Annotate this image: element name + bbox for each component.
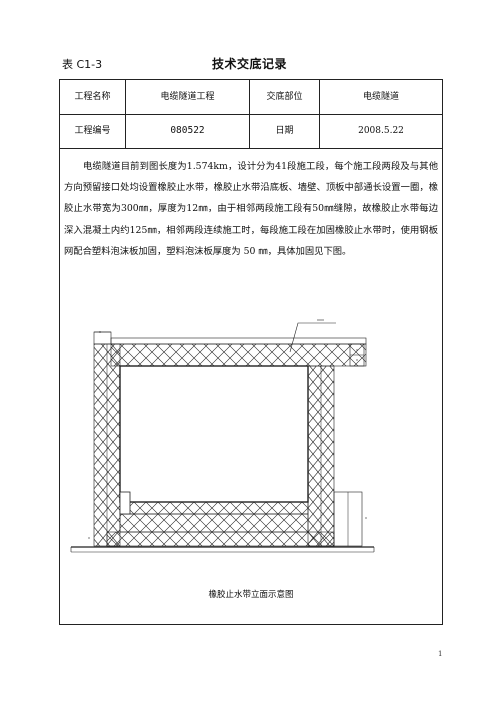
record-form: 工程名称 电缆隧道工程 交底部位 电缆隧道 工程编号 080522 日期 200… — [59, 79, 443, 625]
info-row-number: 工程编号 080522 日期 2008.5.22 — [60, 114, 442, 149]
value-project-number: 080522 — [126, 114, 250, 148]
bottom-slab-hatched — [119, 513, 309, 533]
value-location: 电缆隧道 — [362, 92, 399, 102]
left-notch — [119, 491, 131, 515]
waterstop-elevation-diagram — [70, 319, 375, 553]
info-row-project: 工程名称 电缆隧道工程 交底部位 电缆隧道 — [60, 80, 442, 115]
label-project-number: 工程编号 — [60, 114, 126, 148]
label-project-name: 工程名称 — [60, 80, 126, 114]
page-number: 1 — [438, 650, 443, 658]
value-date: 2008.5.22 — [358, 126, 404, 136]
top-slab-hatched — [110, 343, 367, 367]
document-title: 技术交底记录 — [212, 57, 288, 71]
disclosure-text: 电缆隧道目前到图长度为1.574km，设计分为41段施工段，每个施工段两段及与其… — [64, 161, 438, 257]
label-location: 交底部位 — [250, 80, 320, 114]
label-date: 日期 — [250, 114, 320, 148]
figure-caption: 橡胶止水带立面示意图 — [208, 590, 294, 600]
value-project-name: 电缆隧道工程 — [126, 80, 250, 114]
leader-line — [289, 322, 336, 353]
tunnel-cavity — [119, 365, 309, 503]
form-number: 表 C1-3 — [62, 58, 103, 71]
